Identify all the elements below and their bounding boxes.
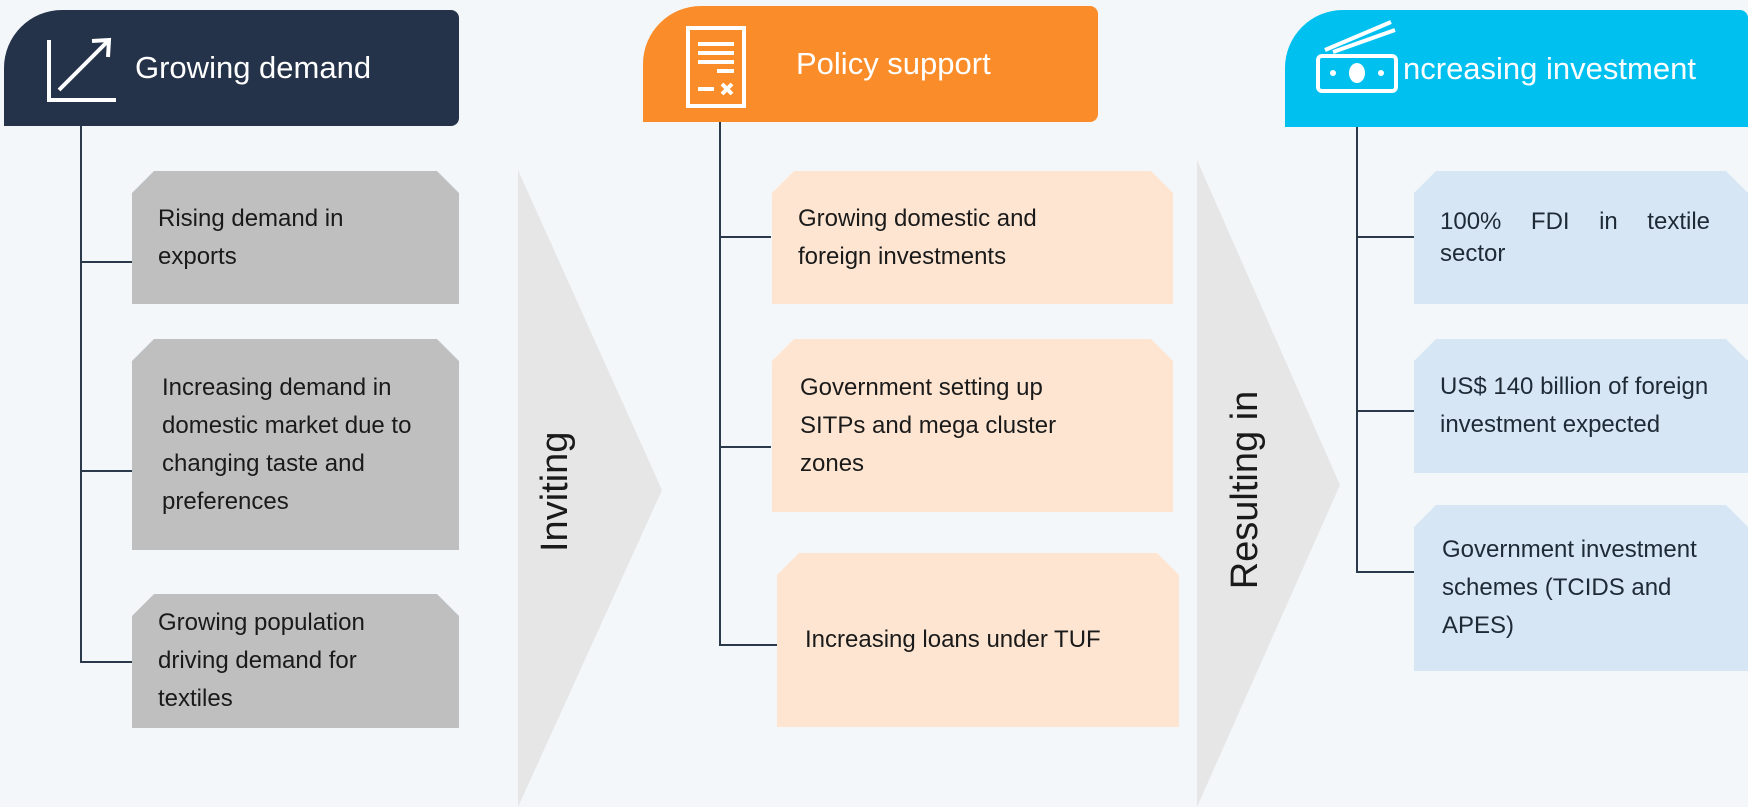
- tree-trunk-line: [80, 126, 82, 663]
- tree-branch-line: [1356, 571, 1414, 573]
- header-policy-support: Policy support: [643, 6, 1098, 122]
- list-item: Growing domestic and foreign investments: [772, 171, 1173, 304]
- list-item-text: Increasing loans under TUF: [805, 626, 1101, 653]
- list-item: Rising demand in exports: [132, 171, 459, 304]
- list-item: US$ 140 billion of foreign investment ex…: [1414, 339, 1748, 473]
- list-item-text: US$ 140 billion of foreign investment ex…: [1440, 373, 1709, 438]
- connector-label-resulting-in: Resulting in: [1224, 390, 1266, 590]
- connector-label-inviting: Inviting: [534, 431, 576, 552]
- tree-branch-line: [719, 446, 771, 448]
- tree-branch-line: [719, 644, 777, 646]
- tree-trunk-line: [719, 122, 721, 646]
- document-policy-icon: [643, 6, 759, 130]
- tree-trunk-line: [1356, 127, 1358, 573]
- list-item-text: Growing domestic and foreign investments: [798, 204, 1037, 270]
- list-item: Increasing loans under TUF: [777, 553, 1179, 727]
- tree-branch-line: [1356, 236, 1414, 238]
- list-item: Increasing demand in domestic market due…: [132, 339, 459, 550]
- money-banknote-icon: [1285, 10, 1401, 134]
- list-item: 100% FDI in textile sector: [1414, 171, 1748, 304]
- trend-up-chart-icon: [4, 10, 120, 134]
- list-item-text: Rising demand in exports: [158, 204, 344, 270]
- header-increasing-investment: ncreasing investment: [1285, 10, 1748, 127]
- header-title: Policy support: [796, 46, 991, 81]
- tree-branch-line: [80, 661, 132, 663]
- tree-branch-line: [80, 261, 132, 263]
- list-item-text: Increasing demand in domestic market due…: [162, 373, 412, 515]
- tree-branch-line: [80, 470, 132, 472]
- list-item: Government investment schemes (TCIDS and…: [1414, 505, 1748, 671]
- header-growing-demand: Growing demand: [4, 10, 459, 126]
- list-item-text: 100% FDI in textile sector: [1440, 207, 1710, 267]
- tree-branch-line: [719, 236, 771, 238]
- list-item: Growing population driving demand for te…: [132, 594, 459, 728]
- list-item-text: Government investment schemes (TCIDS and…: [1442, 536, 1697, 639]
- header-title: Growing demand: [135, 50, 372, 85]
- header-title: ncreasing investment: [1403, 50, 1696, 86]
- list-item-text: Growing population driving demand for te…: [158, 609, 365, 712]
- list-item-text: Government setting up SITPs and mega clu…: [800, 373, 1057, 477]
- tree-branch-line: [1356, 410, 1414, 412]
- list-item: Government setting up SITPs and mega clu…: [772, 339, 1173, 512]
